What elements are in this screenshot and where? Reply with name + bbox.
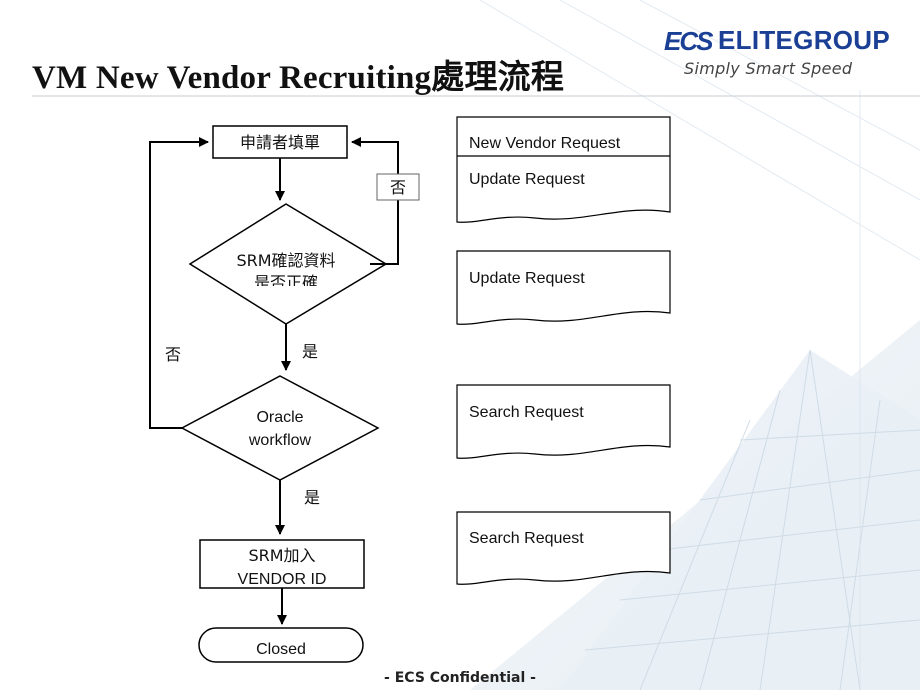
confidential-footer: - ECS Confidential -: [384, 670, 536, 686]
company-logo: ECS ELITEGROUP Simply Smart Speed: [664, 24, 890, 84]
closed-terminal: Closed: [198, 627, 364, 663]
logo-tagline: Simply Smart Speed: [684, 59, 853, 78]
srm-add-label-line2: VENDOR ID: [238, 571, 327, 588]
logo-company-name: ELITEGROUP: [718, 25, 891, 55]
srm-check-decision: SRM確認資料 是否正確: [188, 203, 388, 325]
edge-check-no-loop: [351, 137, 399, 265]
ecs-logo-text: ECS: [664, 26, 713, 56]
apply-form-label: 申請者填單: [240, 133, 320, 152]
request-2-line1: Update Request: [469, 270, 585, 287]
request-document-1: New Vendor Request Update Request: [456, 116, 671, 223]
closed-label: Closed: [256, 641, 306, 658]
ecs-logo-mark: ECS: [664, 26, 713, 57]
request-1-line1: New Vendor Request: [469, 135, 621, 152]
request-document-2: Update Request: [456, 250, 671, 325]
request-4-line1: Search Request: [469, 530, 584, 547]
srm-add-label-line1: SRM加入: [248, 546, 315, 565]
check-yes-label: 是: [302, 342, 318, 361]
check-no-label-box: 否: [376, 173, 420, 201]
srm-add-vendor-node: SRM加入 VENDOR ID: [199, 539, 365, 589]
oracle-workflow-decision: Oracle workflow: [180, 375, 380, 481]
oracle-no-label: 否: [165, 345, 181, 364]
srm-check-label-line1: SRM確認資料: [236, 251, 335, 270]
request-3-line1: Search Request: [469, 404, 584, 421]
check-no-label: 否: [390, 178, 406, 197]
oracle-label-line1: Oracle: [256, 409, 303, 426]
request-document-4: Search Request: [456, 511, 671, 585]
request-1-line2: Update Request: [469, 171, 585, 188]
oracle-label-line2: workflow: [248, 432, 312, 449]
srm-check-label-line2: 是否正確: [254, 273, 318, 292]
slide-title: VM New Vendor Recruiting處理流程: [32, 60, 565, 96]
request-document-3: Search Request: [456, 384, 671, 459]
edge-oracle-no-loop: [149, 137, 209, 429]
oracle-yes-label: 是: [304, 488, 320, 507]
apply-form-node: 申請者填單: [212, 125, 348, 159]
